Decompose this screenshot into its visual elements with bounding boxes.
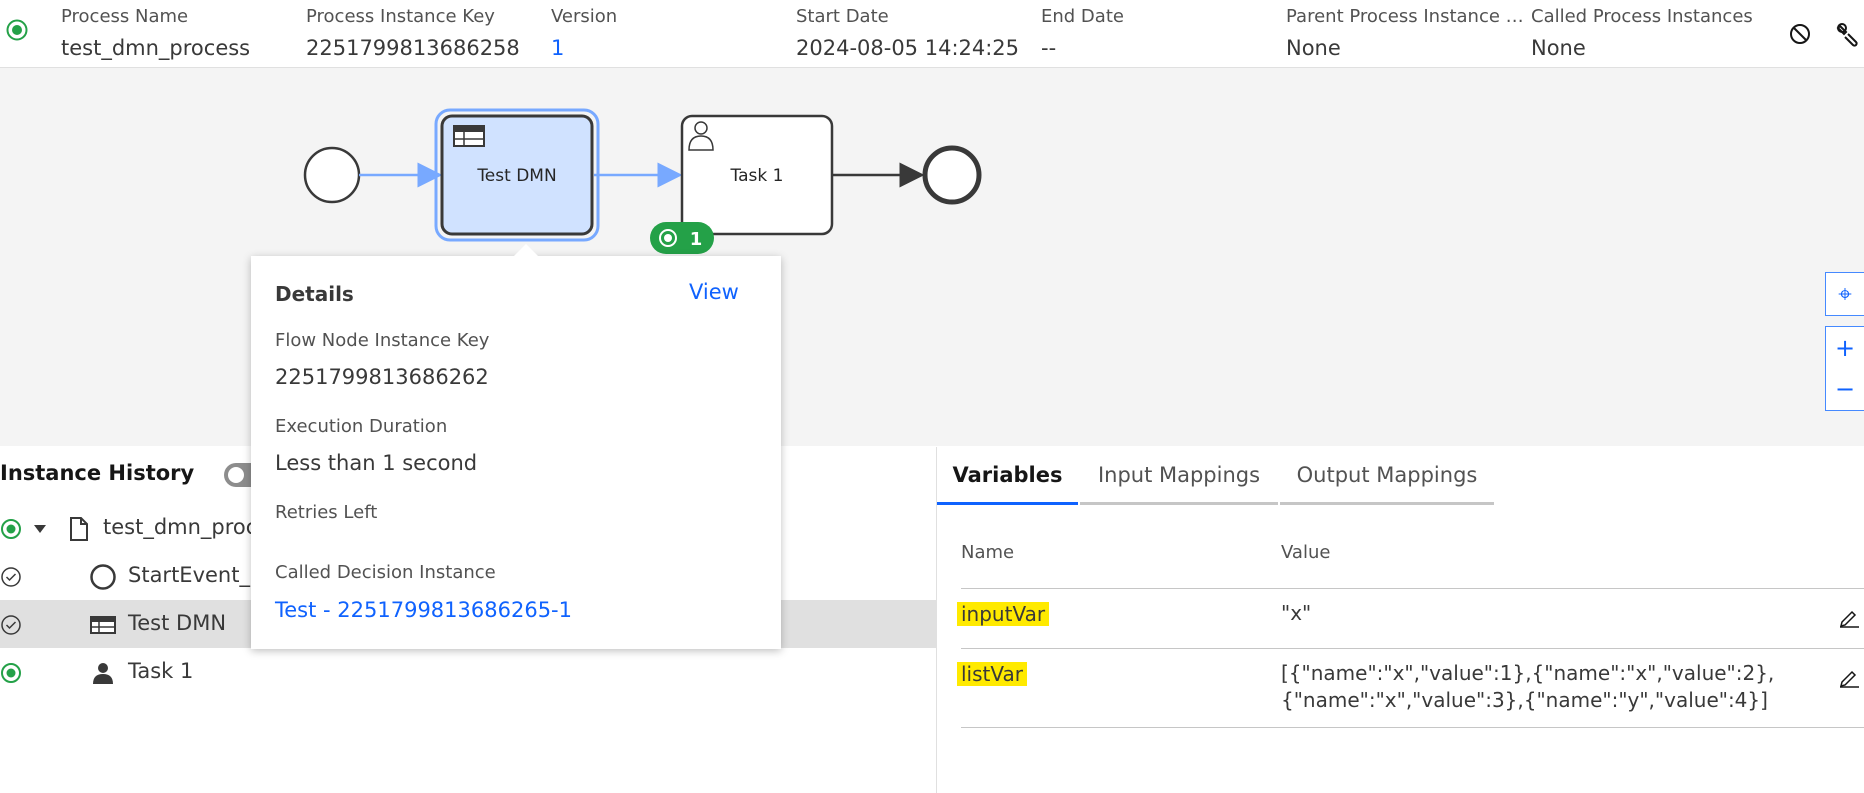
tab-input-mappings[interactable]: Input Mappings	[1080, 447, 1278, 505]
active-instance-icon	[6, 19, 28, 41]
task-label: Test DMN	[476, 166, 556, 186]
variable-value: [{"name":"x","value":1},{"name":"x","val…	[1281, 661, 1775, 712]
zoom-out-button[interactable]: −	[1825, 368, 1864, 411]
divider	[961, 727, 1864, 728]
variables-panel: Variables Input Mappings Output Mappings…	[936, 447, 1864, 793]
field-label: Flow Node Instance Key	[275, 330, 490, 351]
popover-title: Details	[275, 282, 354, 306]
document-icon	[70, 517, 88, 541]
start-event-icon	[90, 564, 116, 590]
header-process-name: Process Name test_dmn_process	[61, 6, 251, 60]
start-event[interactable]	[303, 146, 361, 204]
active-status-icon	[1, 519, 21, 539]
variable-name: listVar	[957, 662, 1027, 686]
user-task-icon	[688, 121, 714, 151]
history-row-task-1[interactable]: Task 1	[0, 648, 936, 696]
edit-icon[interactable]	[1837, 605, 1861, 629]
reset-diagram-button[interactable]: ⌖	[1825, 272, 1864, 316]
minus-icon: −	[1834, 375, 1856, 403]
history-row-label: Task 1	[128, 659, 194, 683]
header-instance-key: Process Instance Key 2251799813686258	[306, 6, 520, 60]
header-parent-instance: Parent Process Instance K... None	[1286, 6, 1526, 60]
business-rule-task-icon	[453, 125, 485, 147]
modify-icon[interactable]	[1834, 20, 1862, 48]
instance-history-title: Instance History	[0, 461, 195, 485]
task-task-1[interactable]: Task 1	[680, 114, 834, 236]
execution-duration: Less than 1 second	[275, 451, 478, 475]
instance-header: Process Name test_dmn_process Process In…	[0, 0, 1864, 68]
completed-status-icon	[1, 567, 21, 587]
header-end-date: End Date --	[1041, 6, 1124, 60]
plus-icon: +	[1834, 333, 1856, 362]
toggle-knob	[228, 467, 244, 483]
popover-arrow	[513, 244, 539, 257]
header-called-instances: Called Process Instances None	[1531, 6, 1753, 60]
task-test-dmn[interactable]: Test DMN	[434, 108, 600, 242]
field-label: Execution Duration	[275, 416, 448, 437]
completed-status-icon	[1, 615, 21, 635]
history-row-label: StartEvent_1	[128, 563, 264, 587]
history-row-process[interactable]: test_dmn_proc	[0, 504, 936, 552]
column-header-name: Name	[961, 542, 1015, 563]
divider	[961, 648, 1864, 649]
business-rule-task-icon	[90, 616, 116, 634]
field-label: Retries Left	[275, 502, 378, 523]
active-token-badge[interactable]: 1	[650, 222, 714, 254]
header-start-date: Start Date 2024-08-05 14:24:25	[796, 6, 1020, 60]
header-version: Version 1	[551, 6, 751, 60]
tab-variables[interactable]: Variables	[937, 447, 1078, 505]
crosshair-icon: ⌖	[1838, 280, 1852, 308]
task-label: Task 1	[730, 166, 784, 186]
edit-icon[interactable]	[1837, 665, 1861, 689]
called-decision-instance-link[interactable]: Test - 2251799813686265-1	[275, 598, 572, 622]
tab-output-mappings[interactable]: Output Mappings	[1280, 447, 1494, 505]
history-row-start-event[interactable]: StartEvent_1	[0, 552, 936, 600]
details-popover: Details View Flow Node Instance Key 2251…	[251, 244, 781, 649]
end-event[interactable]	[922, 145, 982, 205]
column-header-value: Value	[1281, 542, 1331, 563]
user-icon	[93, 663, 113, 684]
zoom-in-button[interactable]: +	[1825, 326, 1864, 369]
flow-node-instance-key: 2251799813686262	[275, 365, 489, 389]
divider	[961, 588, 1864, 589]
history-row-label: test_dmn_proc	[103, 515, 258, 539]
badge-count: 1	[690, 229, 703, 250]
process-flow: Test DMN Task 1 1	[303, 108, 982, 254]
history-row-label: Test DMN	[128, 611, 227, 635]
cancel-icon[interactable]	[1786, 20, 1814, 48]
view-details-link[interactable]: View	[689, 280, 739, 304]
active-status-icon	[1, 663, 21, 683]
chevron-down-icon[interactable]	[30, 519, 50, 539]
field-label: Called Decision Instance	[275, 562, 496, 583]
variable-value: "x"	[1281, 601, 1312, 625]
version-link[interactable]: 1	[551, 36, 565, 60]
variable-name: inputVar	[957, 602, 1050, 626]
